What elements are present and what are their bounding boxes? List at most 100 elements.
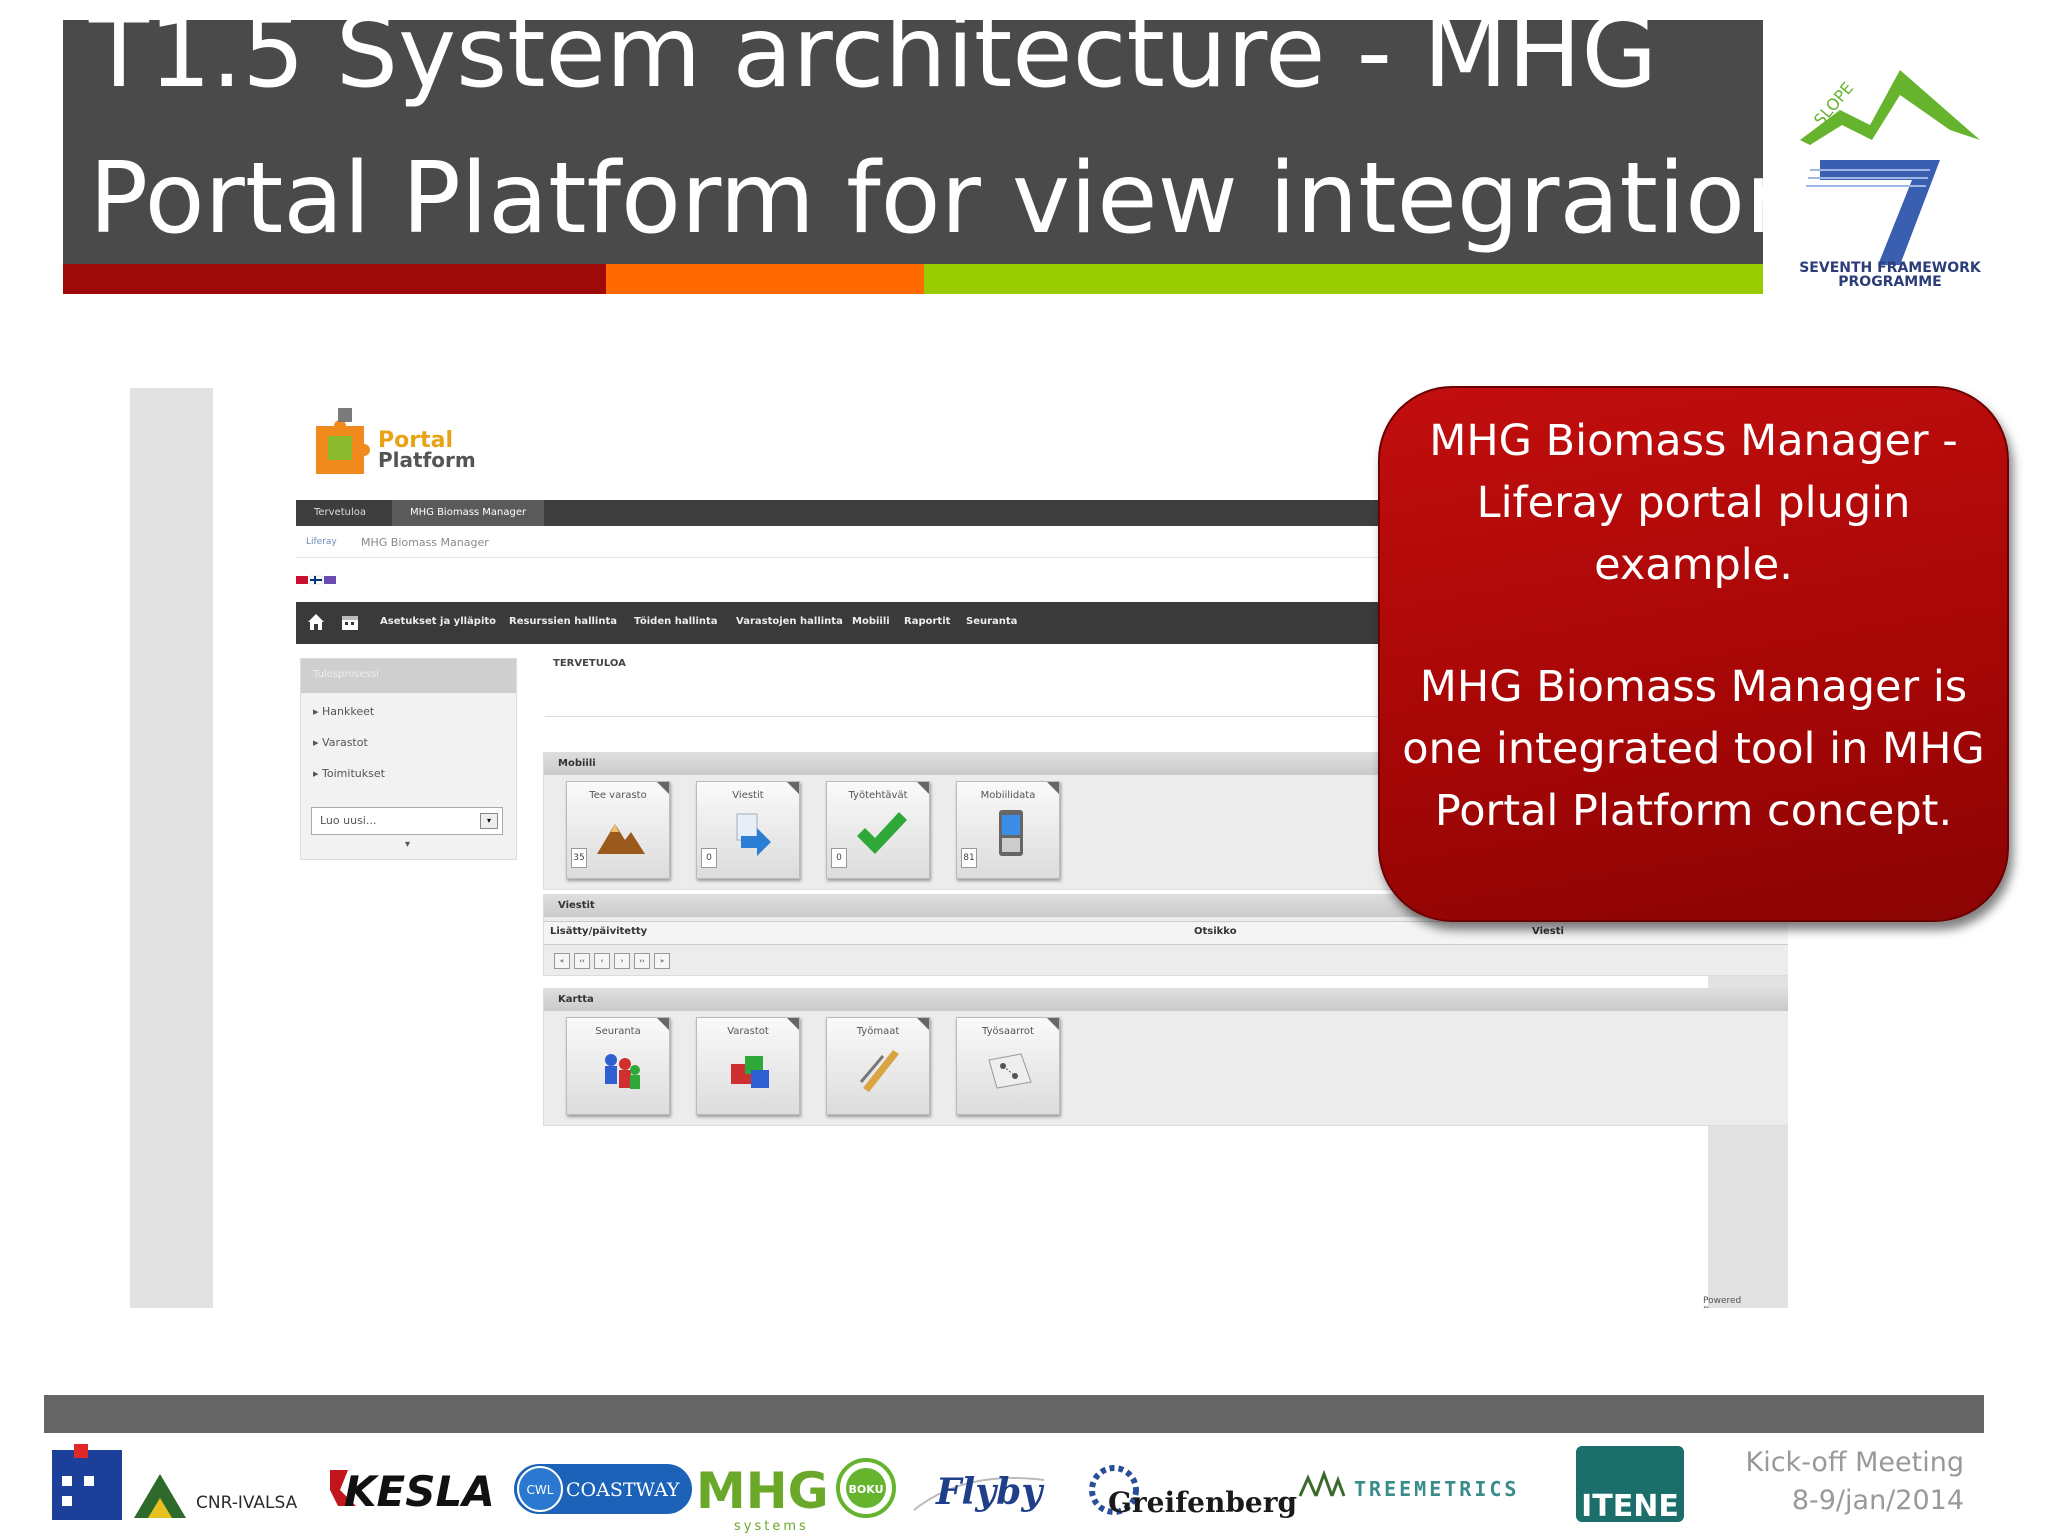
tile-corner <box>1047 1018 1059 1030</box>
portal-logo-word-2: Platform <box>378 448 476 472</box>
tile-count: 0 <box>831 848 847 868</box>
divider <box>545 716 1495 717</box>
tile-corner <box>787 782 799 794</box>
pager-next-button[interactable]: › <box>614 953 630 969</box>
dropdown-arrow-icon[interactable]: ▾ <box>480 813 498 829</box>
tile-mobiilidata[interactable]: Mobiilidata 81 <box>956 781 1060 879</box>
pager-prev-page-button[interactable]: ‹‹ <box>574 953 590 969</box>
partner-name: CNR-IVALSA <box>196 1493 298 1513</box>
ruler-icon <box>859 1050 899 1092</box>
boku-logo: BOKU <box>836 1458 896 1518</box>
tile-tyotehtavat[interactable]: Työtehtävät 0 <box>826 781 930 879</box>
tile-label: Varastot <box>727 1026 769 1037</box>
create-new-select-value: Luo uusi... <box>320 814 377 827</box>
pager-next-page-button[interactable]: ›› <box>634 953 650 969</box>
column-header[interactable]: Otsikko <box>1194 926 1237 937</box>
breadcrumb-root-link[interactable]: Liferay <box>306 537 337 547</box>
flag-other-icon[interactable] <box>324 576 336 584</box>
tile-seuranta[interactable]: Seuranta <box>566 1017 670 1115</box>
portal-top-tabs: Tervetuloa MHG Biomass Manager <box>296 500 1496 526</box>
tile-label: Työsaarrot <box>982 1026 1034 1037</box>
tile-tyosaarrot[interactable]: Työsaarrot <box>956 1017 1060 1115</box>
slope-logo: SLOPE <box>1800 70 1980 145</box>
messages-pager: « ‹‹ ‹ › ›› » <box>544 947 1788 973</box>
accent-stripe-green <box>924 264 1763 294</box>
tile-count: 0 <box>701 848 717 868</box>
tile-corner <box>657 1018 669 1030</box>
partner-name: TREEMETRICS <box>1354 1477 1519 1501</box>
left-item-label: Varastot <box>322 736 368 749</box>
fp7-logo: SEVENTH FRAMEWORK PROGRAMME <box>1799 160 1982 290</box>
slide-title-bar: T1.5 System architecture - MHG Portal Pl… <box>63 20 1763 264</box>
nav-raportit[interactable]: Raportit <box>904 616 951 627</box>
treemetrics-logo: TREEMETRICS <box>1298 1469 1519 1501</box>
language-flags <box>296 575 336 585</box>
tile-tee-varasto[interactable]: Tee varasto 35 <box>566 781 670 879</box>
project-logos: SLOPE SEVENTH FRAMEWORK PROGRAMME <box>1799 70 1982 290</box>
left-panel-header: Tulosprosessi <box>301 659 516 693</box>
arrow-icon <box>736 813 771 856</box>
column-header[interactable]: Lisätty/päivitetty <box>550 926 648 937</box>
left-item-varastot[interactable]: ▸ Varastot <box>313 736 368 749</box>
nav-toiden-hallinta[interactable]: Töiden hallinta <box>634 616 718 627</box>
nav-resurssien-hallinta[interactable]: Resurssien hallinta <box>509 616 617 627</box>
messages-table-header: Lisätty/päivitetty Otsikko Viesti <box>544 921 1788 945</box>
nav-seuranta[interactable]: Seuranta <box>966 616 1018 627</box>
portal-platform-logo[interactable]: Portal Platform <box>308 402 478 480</box>
flag-uk-icon[interactable] <box>296 576 308 584</box>
coastway-logo: CWL COASTWAY <box>514 1464 692 1514</box>
nav-mobiili[interactable]: Mobiili <box>852 616 890 627</box>
left-item-hankkeet[interactable]: ▸ Hankkeet <box>313 705 375 718</box>
partner-name: CWL <box>527 1483 554 1497</box>
tile-corner <box>917 1018 929 1030</box>
section-title: Viestit <box>558 900 595 911</box>
powered-by-text[interactable]: Powered By Liferay <box>1703 1296 1742 1308</box>
calendar-icon[interactable] <box>341 613 359 631</box>
fp7-caption-2: PROGRAMME <box>1838 274 1941 290</box>
section-title: Kartta <box>558 994 594 1005</box>
portal-main-nav: Asetukset ja ylläpito Resurssien hallint… <box>296 602 1496 644</box>
greifenberg-logo: Greifenberg <box>1089 1465 1297 1519</box>
tile-label: Työmaat <box>856 1026 900 1037</box>
expand-arrow-icon[interactable]: ▾ <box>405 839 411 850</box>
section-title: Mobiili <box>558 758 596 769</box>
home-icon[interactable] <box>306 612 326 632</box>
tile-tyomaat[interactable]: Työmaat <box>826 1017 930 1115</box>
tab-mhg-biomass-manager[interactable]: MHG Biomass Manager <box>392 500 545 526</box>
meeting-info: Kick-off Meeting 8-9/jan/2014 <box>1720 1444 1965 1520</box>
tile-label: Mobiilidata <box>980 790 1036 801</box>
left-item-toimitukset[interactable]: ▸ Toimitukset <box>313 767 385 780</box>
partner-name: Greifenberg <box>1108 1486 1297 1519</box>
checkmark-icon <box>857 812 907 854</box>
partner-name: BOKU <box>849 1483 884 1496</box>
accent-stripe-orange <box>606 264 924 294</box>
blocks-icon <box>731 1056 769 1088</box>
create-new-select[interactable]: Luo uusi... ▾ <box>311 807 503 835</box>
tile-label: Viestit <box>732 790 764 801</box>
pager-first-button[interactable]: « <box>554 953 570 969</box>
callout-paragraph-1: MHG Biomass Manager - Liferay portal plu… <box>1429 416 1958 590</box>
tile-varastot[interactable]: Varastot <box>696 1017 800 1115</box>
tab-tervetuloa[interactable]: Tervetuloa <box>314 507 367 518</box>
left-panel-heading: Tulosprosessi <box>313 669 379 680</box>
footer-bar <box>44 1395 1984 1433</box>
tile-viestit[interactable]: Viestit 0 <box>696 781 800 879</box>
welcome-heading: TERVETULOA <box>553 658 626 669</box>
pager-last-button[interactable]: » <box>654 953 670 969</box>
cnr-ivalsa-logo: CNR-IVALSA <box>52 1444 298 1520</box>
nav-varastojen-hallinta[interactable]: Varastojen hallinta <box>736 616 843 627</box>
nav-asetukset[interactable]: Asetukset ja ylläpito <box>380 616 497 627</box>
people-icon <box>605 1054 640 1089</box>
pager-prev-button[interactable]: ‹ <box>594 953 610 969</box>
meeting-title: Kick-off Meeting <box>1745 1447 1965 1478</box>
partner-name: KESLA <box>344 1467 495 1516</box>
column-header[interactable]: Viesti <box>1532 926 1564 937</box>
left-item-label: Toimitukset <box>322 767 385 780</box>
section-kartta: Kartta Seuranta Varastot Ty <box>543 988 1788 1126</box>
tile-count: 35 <box>571 848 587 868</box>
breadcrumb-current-page: MHG Biomass Manager <box>361 536 489 549</box>
tile-corner <box>657 782 669 794</box>
partner-logos: CNR-IVALSA KESLA CWL COASTWAY MHG system… <box>52 1444 1684 1534</box>
flyby-logo: Flyby <box>913 1471 1044 1513</box>
kesla-logo: KESLA <box>330 1467 495 1516</box>
